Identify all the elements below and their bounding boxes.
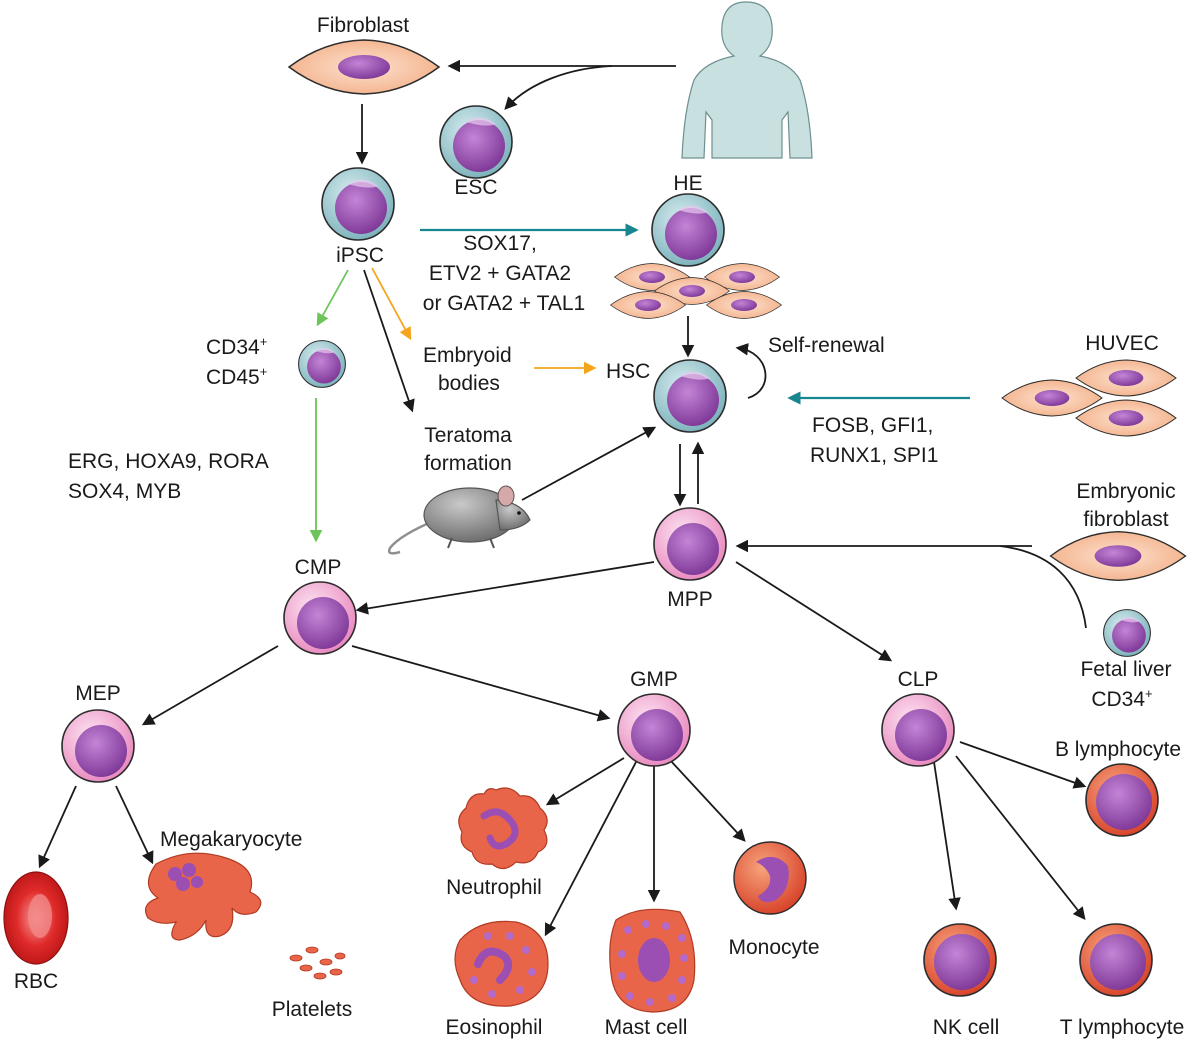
embryonic-fibroblast-icon xyxy=(1049,531,1187,581)
label-rbc: RBC xyxy=(14,970,58,993)
monocyte-icon xyxy=(733,841,807,915)
label-huvec: HUVEC xyxy=(1085,332,1159,355)
arrow-fetal-liver-to-mpp xyxy=(999,545,1087,629)
arrow-cmp-to-gmp xyxy=(351,645,611,722)
cd34-cell-icon xyxy=(298,340,346,388)
label-hsc: HSC xyxy=(606,360,650,383)
label-monocyte: Monocyte xyxy=(728,936,819,959)
arrow-cmp-to-mep xyxy=(141,645,279,726)
arrow-mpp-to-cmp xyxy=(355,561,655,615)
label-teratoma-2: formation xyxy=(424,452,512,475)
arrow-gmp-to-neutrophil xyxy=(545,757,625,806)
label-clp: CLP xyxy=(898,668,939,691)
eosinophil-icon xyxy=(454,920,549,1007)
arrow-ipsc-to-teratoma xyxy=(363,269,415,413)
label-fetal-liver: Fetal liver xyxy=(1080,658,1171,681)
label-gmp: GMP xyxy=(630,668,678,691)
label-fetal-cd34: CD34+ xyxy=(1091,686,1152,711)
label-ipsc: iPSC xyxy=(336,244,384,267)
label-he: HE xyxy=(673,172,702,195)
label-t-lymphocyte: T lymphocyte xyxy=(1060,1016,1185,1039)
platelets-icon xyxy=(289,946,346,980)
arrows xyxy=(38,59,1087,937)
label-nk-cell: NK cell xyxy=(933,1016,1000,1039)
factors-line-fosb: FOSB, GFI1, xyxy=(812,414,933,437)
hsc-cell-icon xyxy=(653,359,727,433)
arrow-clp-to-nk-cell xyxy=(933,761,961,911)
labels: Fibroblast ESC iPSC HE CD34+ CD45+ Embry… xyxy=(14,14,1184,1039)
cmp-cell-icon xyxy=(283,581,357,655)
ipsc-cell-icon xyxy=(321,167,395,241)
gmp-cell-icon xyxy=(617,693,691,767)
label-neutrophil: Neutrophil xyxy=(446,876,542,899)
arrow-mouse-to-hsc xyxy=(521,426,657,501)
label-embryoid-2: bodies xyxy=(438,372,500,395)
rbc-icon xyxy=(3,871,69,965)
label-teratoma-1: Teratoma xyxy=(424,424,512,447)
arrow-mep-to-megakaryocyte xyxy=(115,785,154,865)
endothelial-layer-icon xyxy=(610,263,782,319)
fetal-liver-cell-icon xyxy=(1103,609,1151,657)
mep-cell-icon xyxy=(61,709,135,783)
label-cd45: CD45+ xyxy=(206,364,267,389)
label-mpp: MPP xyxy=(667,588,713,611)
arrow-ipsc-to-cd34 xyxy=(316,269,349,327)
label-mast-cell: Mast cell xyxy=(605,1016,688,1039)
factors-line-erg: ERG, HOXA9, RORA xyxy=(68,450,269,473)
label-cmp: CMP xyxy=(295,556,342,579)
clp-cell-icon xyxy=(881,693,955,767)
neutrophil-icon xyxy=(458,787,548,870)
mpp-cell-icon xyxy=(653,507,727,581)
factors-line-3: or GATA2 + TAL1 xyxy=(423,292,585,315)
factors-line-2: ETV2 + GATA2 xyxy=(429,262,571,285)
label-embryonic-2: fibroblast xyxy=(1083,508,1168,531)
label-cd34: CD34+ xyxy=(206,334,267,359)
label-platelets: Platelets xyxy=(272,998,353,1021)
arrow-gmp-to-monocyte xyxy=(669,759,746,842)
huvec-cells-icon xyxy=(1001,359,1177,437)
mouse-icon xyxy=(387,485,531,555)
factors-line-1: SOX17, xyxy=(463,232,537,255)
human-silhouette-icon xyxy=(681,1,813,159)
arrow-gmp-to-eosinophil xyxy=(544,761,637,937)
label-megakaryocyte: Megakaryocyte xyxy=(160,828,302,851)
label-eosinophil: Eosinophil xyxy=(446,1016,543,1039)
arrow-ipsc-to-embryoid xyxy=(371,267,412,341)
label-embryoid-1: Embryoid xyxy=(423,344,512,367)
factors-line-runx1: RUNX1, SPI1 xyxy=(810,444,938,467)
arrow-clp-to-b-lymphocyte xyxy=(959,741,1087,789)
mast-cell-icon xyxy=(609,908,696,1013)
he-cell-icon xyxy=(651,193,725,267)
t-lymphocyte-icon xyxy=(1079,923,1153,997)
factors-line-sox4: SOX4, MYB xyxy=(68,480,181,503)
label-fibroblast: Fibroblast xyxy=(317,14,409,37)
b-lymphocyte-icon xyxy=(1085,763,1159,837)
arrow-mep-to-rbc xyxy=(38,785,77,869)
arrow-human-to-esc xyxy=(504,65,613,110)
arrow-clp-to-t-lymphocyte xyxy=(955,755,1086,920)
arrow-mpp-to-clp xyxy=(735,561,893,662)
label-embryonic-1: Embryonic xyxy=(1076,480,1175,503)
fibroblast-icon xyxy=(288,39,440,95)
label-self-renewal: Self-renewal xyxy=(768,334,885,357)
label-esc: ESC xyxy=(454,176,497,199)
cells xyxy=(3,1,1187,1013)
nk-cell-icon xyxy=(923,923,997,997)
factor-annotations: SOX17, ETV2 + GATA2 or GATA2 + TAL1 ERG,… xyxy=(68,232,938,503)
label-mep: MEP xyxy=(75,682,121,705)
self-renewal-loop xyxy=(735,343,767,399)
label-b-lymphocyte: B lymphocyte xyxy=(1055,738,1181,761)
megakaryocyte-icon xyxy=(145,852,262,941)
esc-cell-icon xyxy=(439,105,513,179)
